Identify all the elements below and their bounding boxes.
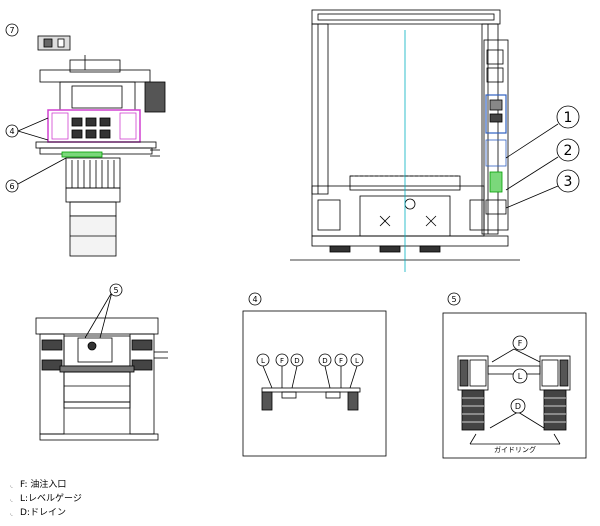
- detail-5-label-F: F: [518, 339, 523, 348]
- detail-4-label-D-left: D: [294, 357, 299, 365]
- detail-4-label-L-right: L: [355, 357, 359, 365]
- callout-3: 3: [564, 174, 573, 190]
- callout-5-main: 5: [113, 286, 118, 295]
- callout-2: 2: [564, 143, 573, 159]
- detail-4-label-D-right: D: [322, 357, 327, 365]
- detail-4-box: [242, 292, 387, 457]
- bullet-icon: ◟: [10, 495, 13, 503]
- legend-row-F: ◟F: 油注入口: [10, 480, 67, 490]
- legend-row-L: ◟L:レベルゲージ: [10, 494, 82, 504]
- callout-7: 7: [9, 26, 14, 35]
- side-view-top-left: [35, 35, 166, 257]
- callout-group-123: [505, 105, 580, 209]
- detail-5-label-D: D: [515, 402, 521, 411]
- callout-4: 4: [9, 127, 14, 136]
- detail-4-label-F-left: F: [280, 357, 284, 365]
- detail-5-label-L: L: [518, 372, 523, 381]
- legend: ◟F: 油注入口 ◟L:レベルゲージ ◟D:ドレイン: [10, 478, 82, 520]
- front-view-bottom-left: [35, 283, 168, 441]
- detail-5-box: [442, 292, 587, 459]
- bullet-icon: ◟: [10, 481, 13, 489]
- legend-row-D: ◟D:ドレイン: [10, 508, 66, 518]
- detail-4-label-L-left: L: [261, 357, 265, 365]
- guide-ring-label: ガイドリング: [494, 445, 536, 454]
- detail-4-title: 4: [252, 295, 257, 304]
- bullet-icon: ◟: [10, 509, 13, 517]
- detail-4-label-F-right: F: [339, 357, 343, 365]
- callout-group-left: [5, 23, 67, 193]
- callout-6: 6: [9, 182, 14, 191]
- detail-5-title: 5: [451, 295, 456, 304]
- callout-1: 1: [564, 110, 573, 126]
- front-view-top-right: [290, 9, 520, 272]
